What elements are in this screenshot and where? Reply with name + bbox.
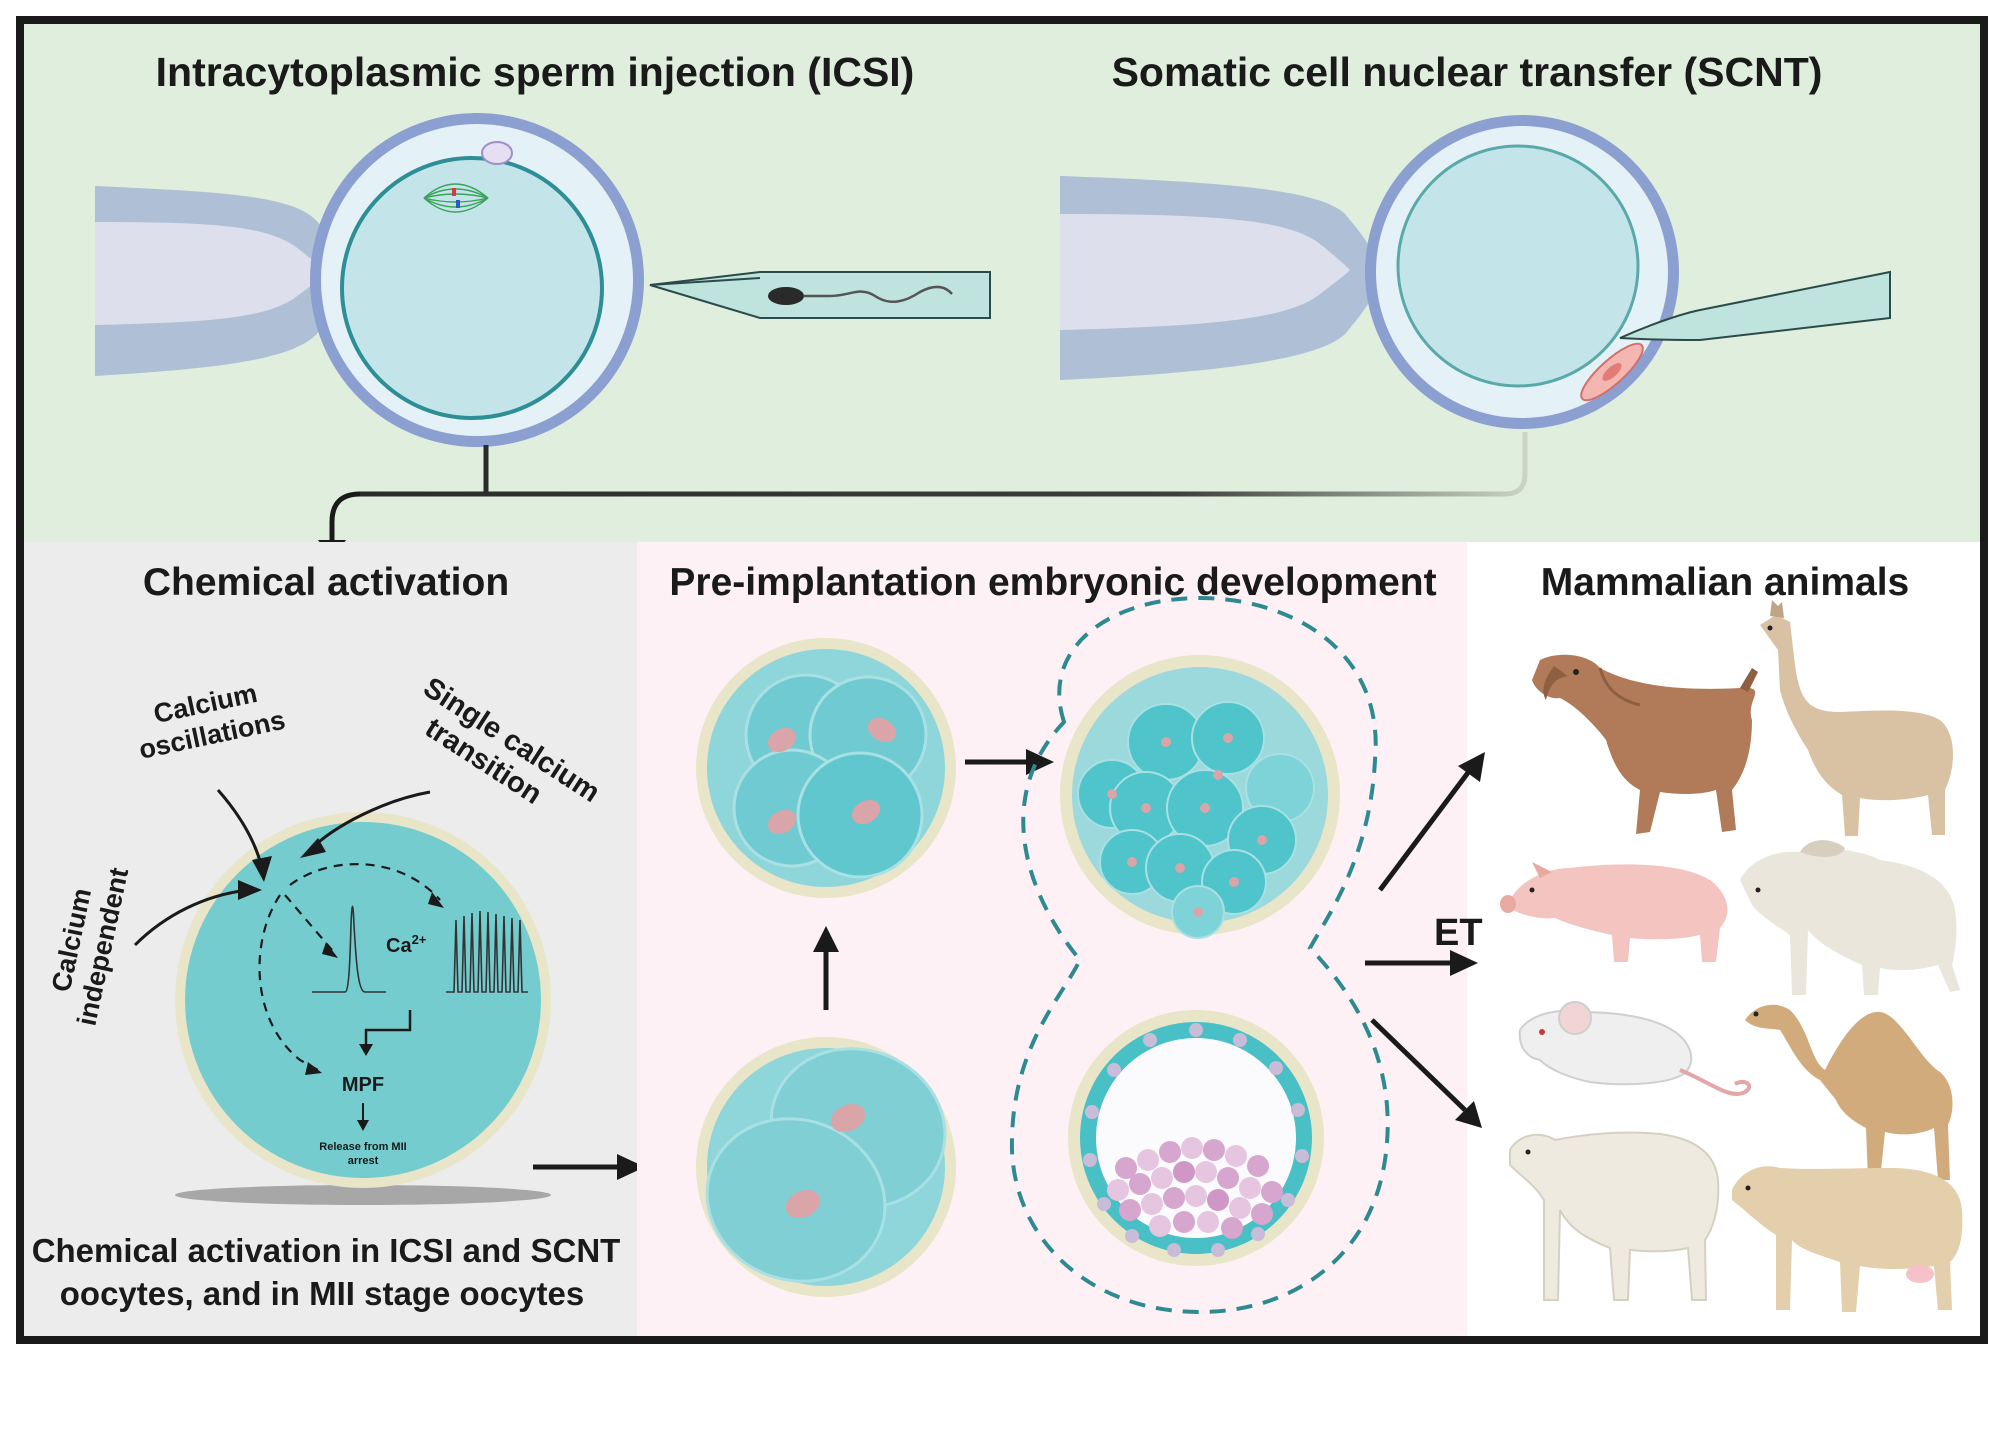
scnt-oocyte — [1365, 115, 1679, 429]
release-label-line2: arrest — [348, 1155, 379, 1167]
sheep-icon — [1509, 1131, 1720, 1301]
scnt-title: Somatic cell nuclear transfer (SCNT) — [1112, 49, 1823, 95]
mouse-icon — [1518, 1001, 1752, 1096]
cell-shadow — [175, 1185, 551, 1205]
dashed-enclosure — [1009, 595, 1390, 1315]
sperm-head-icon — [768, 287, 804, 305]
calcium-label: Ca2+ — [386, 932, 427, 957]
dashed-path-top — [289, 863, 441, 901]
camel-icon — [1745, 1004, 1953, 1180]
two-cell-embryo — [696, 1037, 956, 1297]
development-title: Pre-implantation embryonic development — [669, 561, 1436, 604]
merge-to-activation-arrow — [329, 491, 361, 552]
et-arrow-upper — [1378, 768, 1472, 892]
scnt-holding-pipette — [1060, 176, 1370, 380]
mpf-label: MPF — [342, 1074, 384, 1096]
independent-pathway-arrow — [133, 888, 249, 947]
cow-icon — [1732, 1166, 1963, 1312]
sperm-tail-icon — [804, 285, 953, 304]
polar-body — [481, 141, 513, 165]
release-label-line1: Release from MII — [319, 1141, 406, 1153]
dashed-path-left — [258, 894, 319, 1071]
pig-icon — [1500, 862, 1728, 962]
zebu-cattle-icon — [1740, 840, 1960, 995]
llama-icon — [1760, 600, 1954, 836]
calcium-oscillation-trace — [446, 910, 528, 993]
merge-connector-line — [360, 432, 1528, 497]
icsi-oocyte — [310, 113, 644, 447]
activation-caption-line1: Chemical activation in ICSI and SCNT — [32, 1232, 621, 1269]
goat-icon — [1532, 654, 1758, 834]
four-cell-embryo — [696, 638, 956, 898]
activated-oocyte — [175, 812, 551, 1188]
scnt-injection-needle — [1619, 270, 1891, 342]
icsi-holding-pipette — [95, 186, 345, 376]
single-calcium-trace — [312, 905, 386, 993]
et-arrow-lower — [1370, 1018, 1467, 1112]
inner-cell-mass — [1107, 1137, 1283, 1239]
et-label: ET — [1434, 912, 1483, 954]
animals-title: Mammalian animals — [1541, 561, 1909, 604]
bracket-arrow — [364, 1010, 412, 1048]
icsi-injection-needle — [649, 271, 991, 319]
trophectoderm-nuclei — [1083, 1023, 1309, 1257]
activation-caption-line2: oocytes, and in MII stage oocytes — [60, 1275, 584, 1312]
blastocyst-embryo — [1068, 1010, 1324, 1266]
icsi-title: Intracytoplasmic sperm injection (ICSI) — [156, 49, 915, 95]
dashed-path-middle — [284, 894, 333, 951]
activation-title: Chemical activation — [143, 561, 509, 604]
figure-border — [16, 16, 1988, 1344]
morula-embryo — [1060, 655, 1340, 939]
